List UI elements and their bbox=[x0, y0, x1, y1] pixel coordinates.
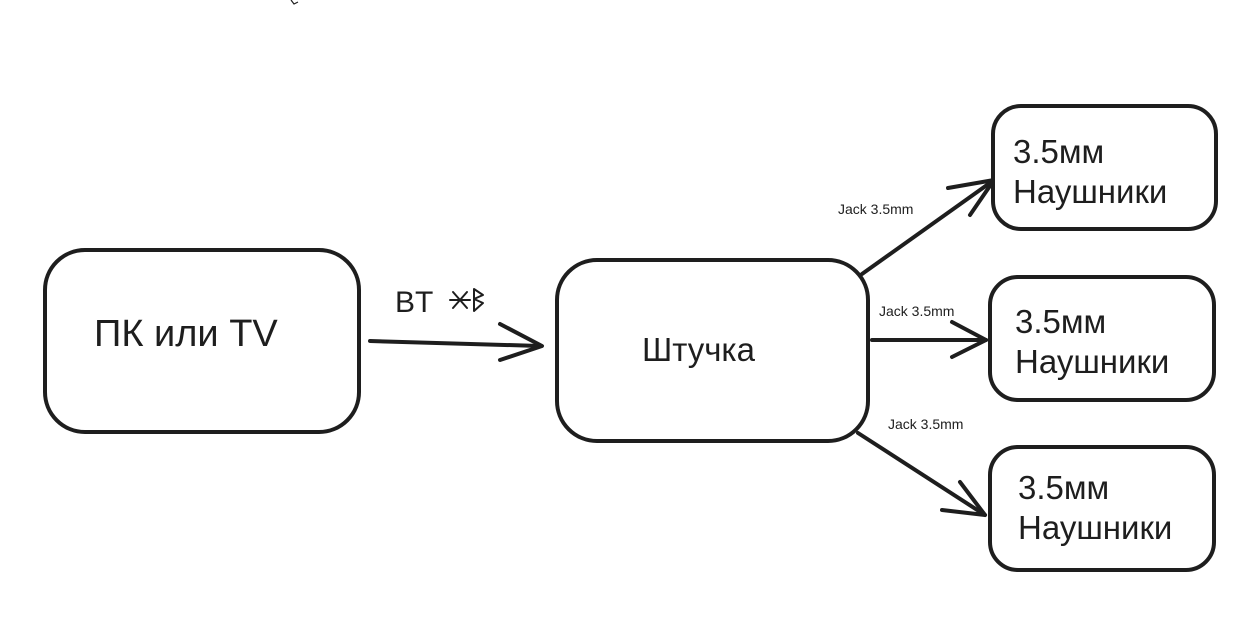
bluetooth-icon bbox=[449, 288, 484, 312]
node-hub-label: Штучка bbox=[642, 331, 756, 368]
edge-jack-1 bbox=[860, 178, 996, 276]
node-out-3-line2: Наушники bbox=[1018, 509, 1172, 546]
edge-jack-2 bbox=[870, 320, 988, 359]
node-out-1-line2: Наушники bbox=[1013, 173, 1167, 210]
node-out-3: 3.5мм Наушники bbox=[988, 445, 1216, 572]
stray-mark bbox=[290, 0, 299, 5]
edge-jack-1-line bbox=[860, 178, 996, 276]
node-hub-box bbox=[555, 258, 870, 443]
edge-bt bbox=[368, 322, 544, 362]
edge-jack-2-label: Jack 3.5mm bbox=[879, 303, 954, 319]
edge-jack-3 bbox=[856, 431, 987, 517]
node-hub: Штучка bbox=[555, 258, 870, 443]
node-out-1-box bbox=[991, 104, 1218, 231]
node-out-2-line2: Наушники bbox=[1015, 343, 1169, 380]
node-out-2-box bbox=[988, 275, 1216, 402]
edge-bt-line bbox=[368, 339, 542, 348]
edge-bt-label: BT bbox=[395, 286, 433, 319]
node-source-box bbox=[43, 248, 361, 434]
node-out-3-line1: 3.5мм bbox=[1018, 469, 1109, 506]
node-out-2: 3.5мм Наушники bbox=[988, 275, 1216, 402]
edge-jack-3-label: Jack 3.5mm bbox=[888, 416, 963, 432]
edge-bt-arrowhead bbox=[498, 322, 544, 362]
node-source-label: ПК или TV bbox=[94, 313, 278, 355]
node-out-2-line1: 3.5мм bbox=[1015, 303, 1106, 340]
node-source: ПК или TV bbox=[43, 248, 361, 434]
node-out-3-box bbox=[988, 445, 1216, 572]
edge-jack-3-arrowhead bbox=[940, 480, 987, 517]
edge-jack-1-label: Jack 3.5mm bbox=[838, 201, 913, 217]
node-out-1: 3.5мм Наушники bbox=[991, 104, 1218, 231]
edge-jack-2-arrowhead bbox=[950, 320, 988, 359]
node-out-1-line1: 3.5мм bbox=[1013, 133, 1104, 170]
edge-jack-3-line bbox=[856, 431, 987, 517]
